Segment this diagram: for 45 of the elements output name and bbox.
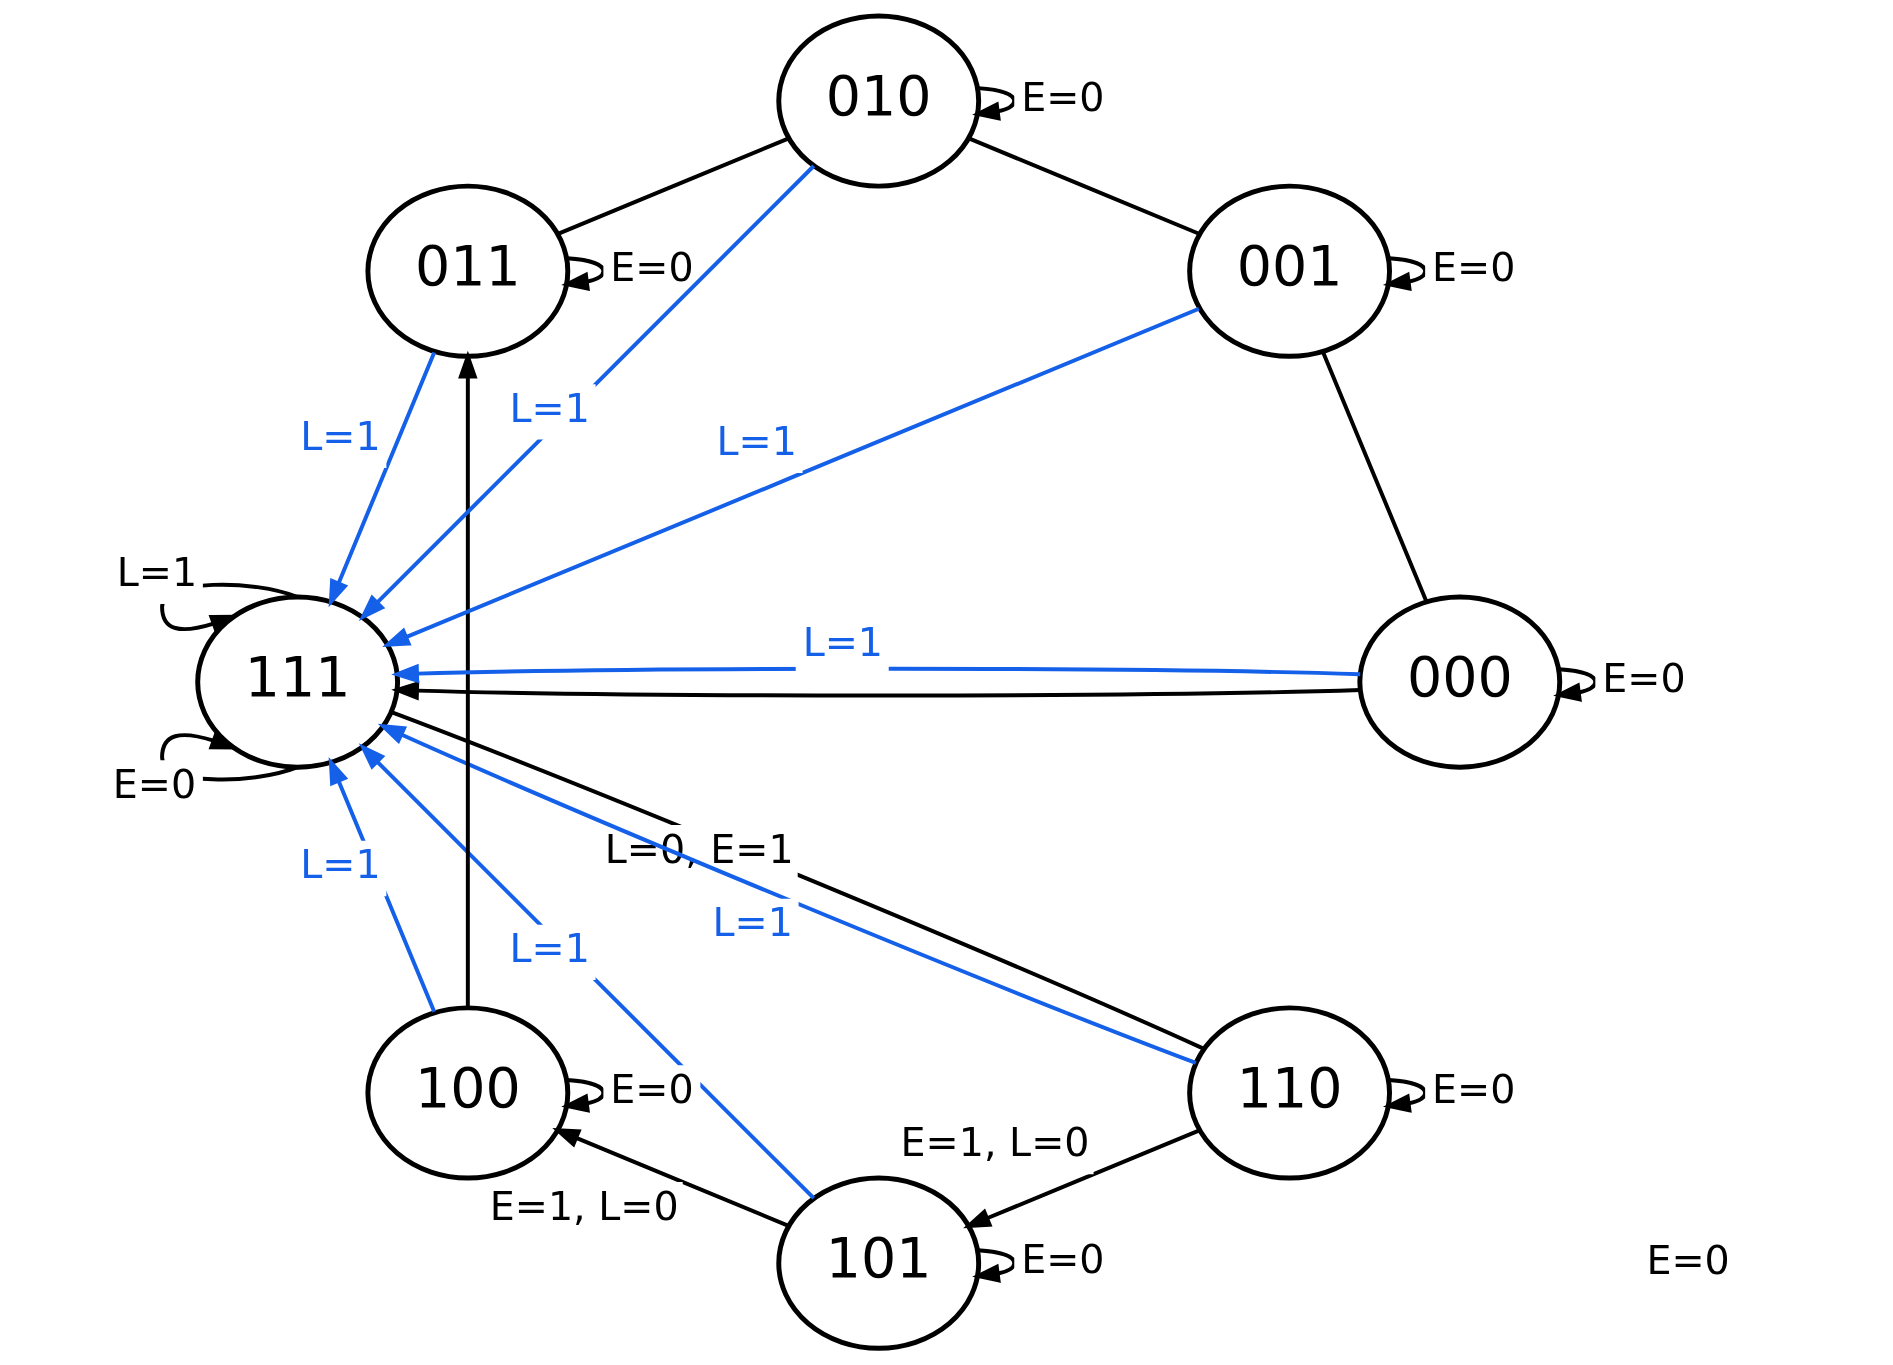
edge-label: L=1 bbox=[299, 841, 381, 888]
arrow bbox=[390, 663, 1360, 684]
arrow bbox=[358, 743, 815, 1200]
arrow bbox=[971, 86, 1016, 121]
node-ellipse: 100 bbox=[364, 1005, 570, 1181]
connector bbox=[556, 136, 789, 236]
arrow bbox=[358, 164, 815, 621]
node-ellipse: 001 bbox=[1186, 183, 1392, 359]
arrow bbox=[1382, 256, 1427, 291]
arrow bbox=[971, 1248, 1016, 1283]
edge-label: E=0 bbox=[1020, 73, 1105, 120]
edge-label: E=0 bbox=[1431, 1065, 1515, 1112]
arrow bbox=[962, 1128, 1200, 1229]
node-ellipse: 000 bbox=[1356, 594, 1562, 770]
edge-label: E=0 bbox=[609, 1065, 694, 1112]
edge-label: L=1 bbox=[715, 418, 797, 465]
arrow bbox=[381, 306, 1200, 648]
arrow bbox=[560, 1078, 605, 1113]
edge-label: E=0 bbox=[609, 244, 694, 291]
edge-label: L=1 bbox=[711, 899, 793, 946]
node-ellipse: 011 bbox=[364, 183, 570, 359]
edge-label: E=0 bbox=[1431, 244, 1515, 291]
arrow bbox=[1382, 1078, 1427, 1113]
edge-label: L=1 bbox=[509, 925, 590, 972]
edge-label: L=1 bbox=[299, 413, 381, 460]
arrow bbox=[560, 256, 605, 291]
edge-label: E=1, L=0 bbox=[900, 1119, 1090, 1166]
edge-label: E=0 bbox=[112, 760, 196, 807]
arrow bbox=[390, 680, 1360, 701]
arrow bbox=[328, 351, 436, 608]
label: E=0 bbox=[1645, 1236, 1730, 1283]
connector bbox=[1320, 351, 1428, 603]
edge-label: L=1 bbox=[509, 384, 590, 431]
node-ellipse: 010 bbox=[775, 13, 981, 189]
arrow bbox=[551, 1127, 789, 1228]
edge-label: E=1, L=0 bbox=[489, 1182, 679, 1229]
edge-label: L=1 bbox=[802, 619, 883, 666]
node-ellipse: 110 bbox=[1186, 1005, 1392, 1181]
arrow bbox=[457, 350, 478, 1008]
edge-label: E=0 bbox=[1020, 1236, 1105, 1283]
edge-label: L=1 bbox=[116, 549, 197, 596]
connector bbox=[967, 136, 1200, 236]
arrow bbox=[1552, 667, 1597, 702]
edge-label: E=0 bbox=[1601, 655, 1686, 702]
node-ellipse: 101 bbox=[775, 1175, 981, 1351]
